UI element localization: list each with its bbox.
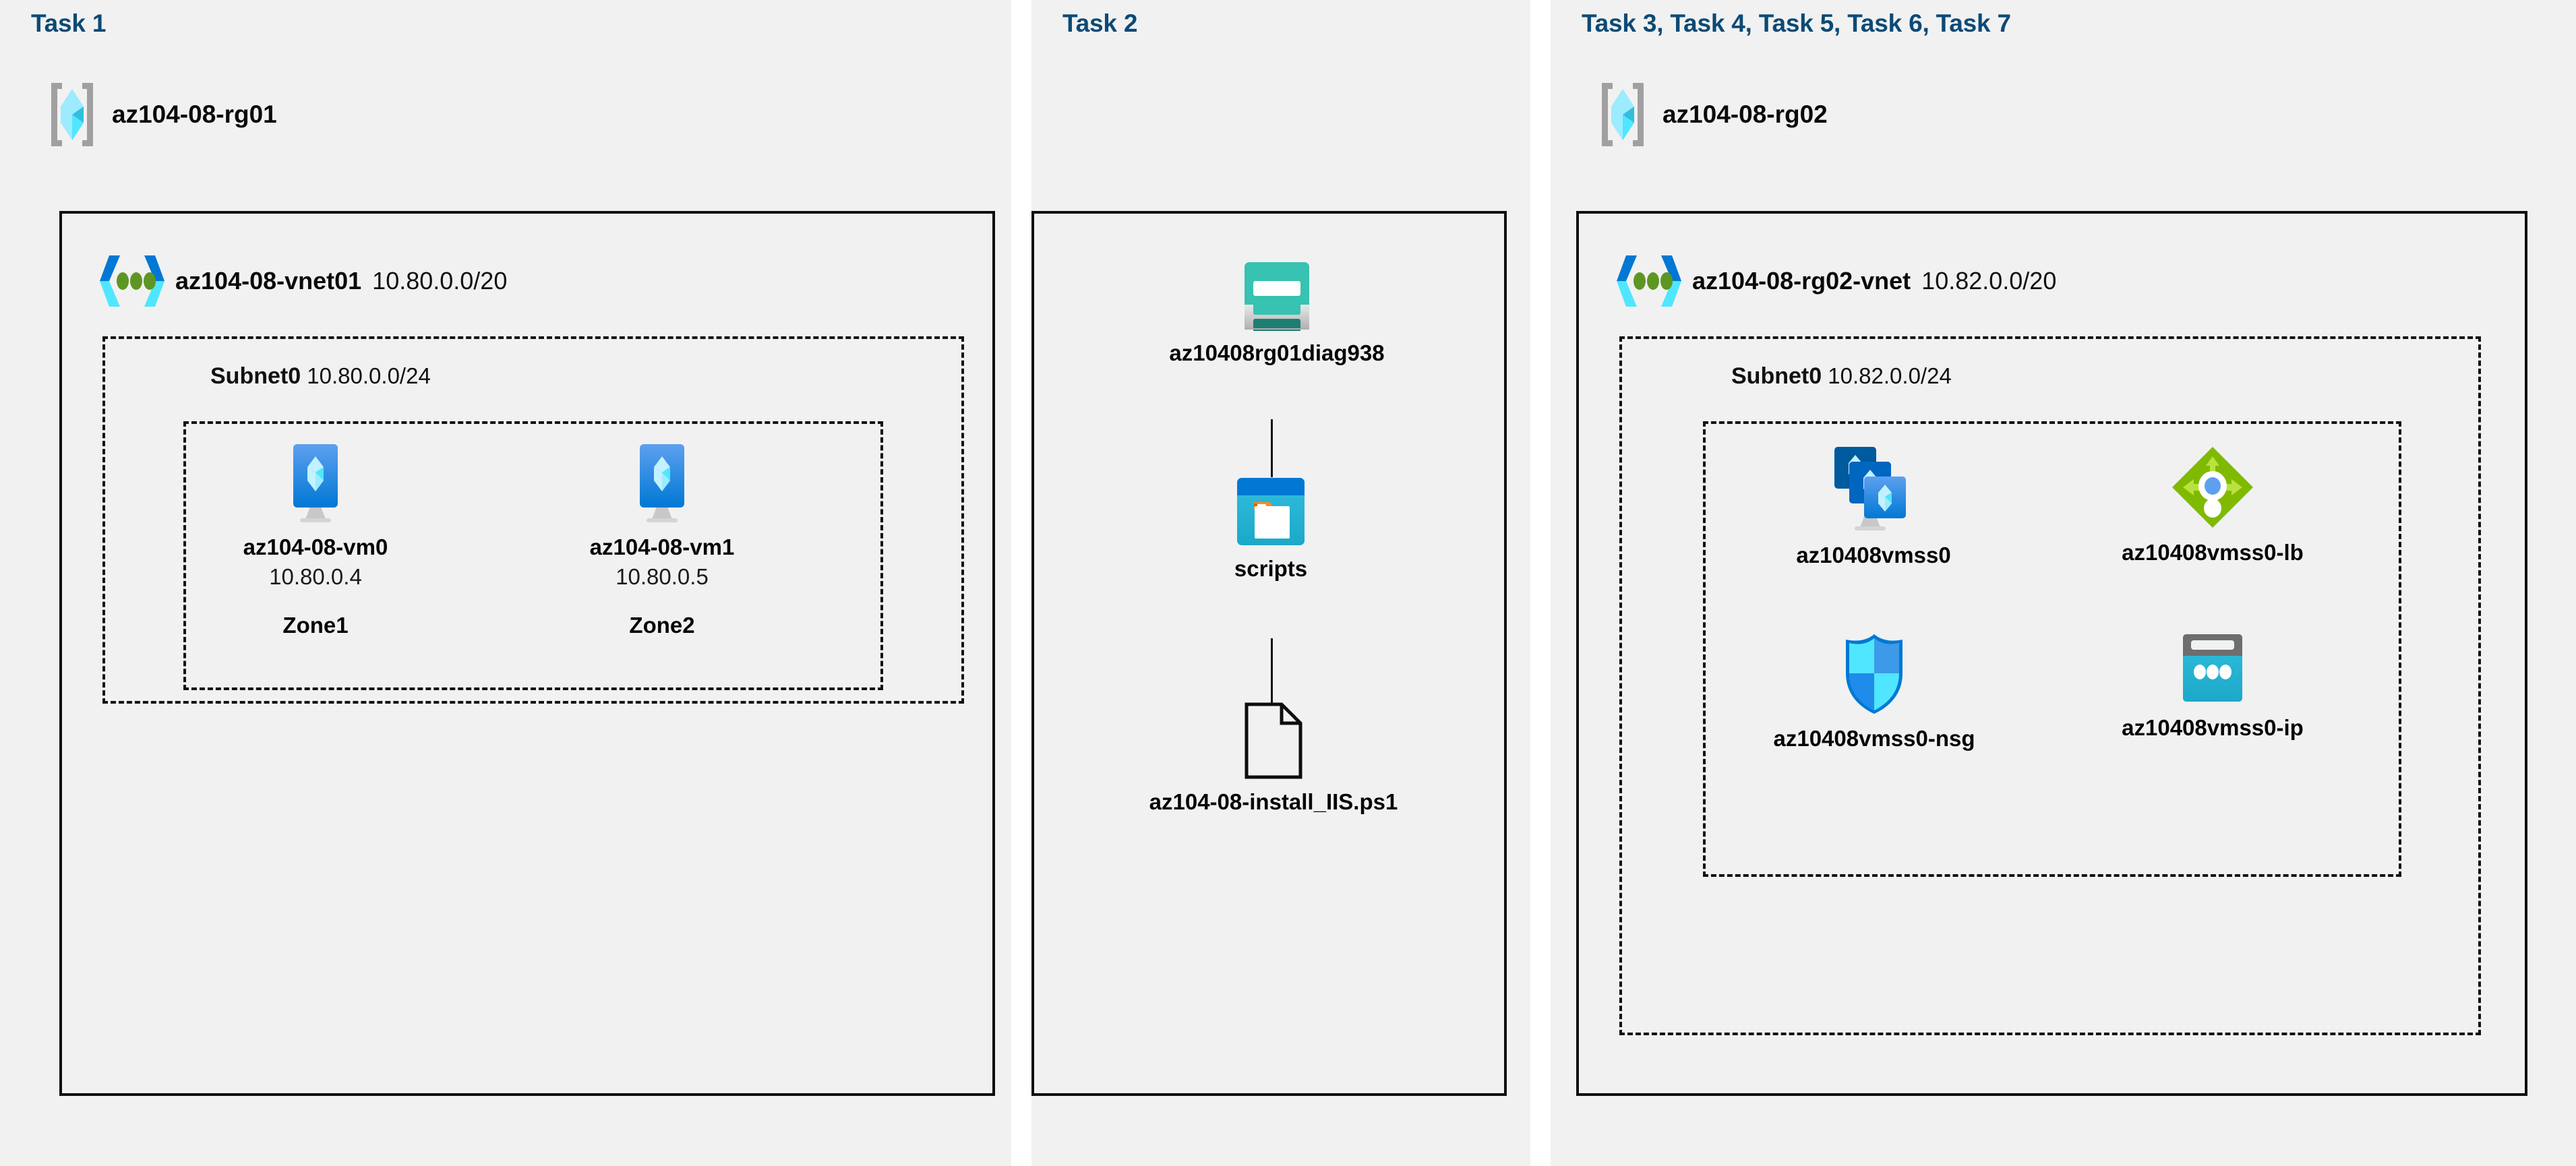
node-vm0[interactable]: az104-08-vm0 10.80.0.4 Zone1 (214, 443, 417, 638)
virtual-machine-icon (624, 443, 700, 525)
vm-name: az104-08-vm0 (243, 534, 388, 559)
subnet-name: Subnet0 (210, 363, 301, 389)
vmss-name: az10408vmss0 (1796, 543, 1951, 567)
node-script-file[interactable]: az104-08-install_IIS.ps1 (1108, 702, 1439, 815)
vm-name: az104-08-vm1 (589, 534, 735, 559)
vm-ip: 10.80.0.5 (616, 564, 709, 589)
node-load-balancer[interactable]: az10408vmss0-lb (2078, 444, 2347, 565)
blob-container-icon (1236, 477, 1306, 547)
subnet-label: Subnet0 10.82.0.0/24 (1731, 363, 1952, 390)
vm-ip: 10.80.0.4 (269, 564, 362, 589)
subnet-cidr: 10.80.0.0/24 (307, 363, 431, 388)
public-ip-address-icon (2178, 632, 2248, 706)
script-file-icon (1242, 702, 1305, 780)
task2-content-box: az10408rg01diag938 (1031, 211, 1507, 1096)
nsg-name: az10408vmss0-nsg (1773, 726, 1975, 751)
node-storage-account[interactable]: az10408rg01diag938 (1135, 261, 1418, 366)
container-name: scripts (1234, 556, 1308, 581)
node-vmss[interactable]: az10408vmss0 (1749, 444, 1998, 568)
public-ip-name: az10408vmss0-ip (2122, 715, 2304, 740)
subnet-box-inner (1703, 421, 2401, 877)
vnet-box-rg02-vnet: az104-08-rg02-vnet 10.82.0.0/20 Subnet0 … (1576, 211, 2527, 1096)
resource-group-header-rg01: az104-08-rg01 (44, 81, 277, 148)
panel-task2: Task 2 (1031, 0, 1530, 1166)
vnet-header: az104-08-rg02-vnet 10.82.0.0/20 (1617, 251, 2056, 311)
subnet-box-inner (183, 421, 883, 690)
network-security-group-icon (1835, 632, 1913, 716)
vnet-cidr: 10.82.0.0/20 (1921, 267, 2057, 295)
vm-zone: Zone1 (282, 613, 349, 638)
vnet-box-vnet01: az104-08-vnet01 10.80.0.0/20 Subnet0 10.… (59, 211, 995, 1096)
virtual-network-icon (1617, 251, 1681, 311)
node-nsg[interactable]: az10408vmss0-nsg (1733, 632, 2016, 751)
connector-container-to-file (1271, 638, 1273, 703)
resource-group-icon (44, 81, 100, 148)
subnet-name: Subnet0 (1731, 363, 1822, 389)
vnet-name: az104-08-rg02-vnet (1692, 267, 1911, 295)
node-public-ip[interactable]: az10408vmss0-ip (2091, 632, 2334, 741)
task-label-3: Task 3, Task 4, Task 5, Task 6, Task 7 (1582, 9, 2011, 37)
subnet-label: Subnet0 10.80.0.0/24 (210, 363, 431, 390)
subnet-box-outer (1619, 336, 2481, 1035)
storage-account-icon (1242, 261, 1312, 331)
node-blob-container[interactable]: scripts (1170, 477, 1372, 582)
storage-account-name: az10408rg01diag938 (1169, 340, 1385, 365)
vnet-name: az104-08-vnet01 (175, 267, 362, 295)
resource-group-header-rg02: az104-08-rg02 (1595, 81, 1828, 148)
load-balancer-icon (2169, 444, 2256, 530)
vm-scale-set-icon (1826, 444, 1921, 533)
virtual-network-icon (100, 251, 164, 311)
resource-group-icon (1595, 81, 1650, 148)
node-vm1[interactable]: az104-08-vm1 10.80.0.5 Zone2 (561, 443, 763, 638)
subnet-cidr: 10.82.0.0/24 (1828, 363, 1952, 388)
virtual-machine-icon (277, 443, 354, 525)
task-label-2: Task 2 (1062, 9, 1138, 37)
vnet-cidr: 10.80.0.0/20 (372, 267, 508, 295)
subnet-box-outer (102, 336, 964, 704)
resource-group-name: az104-08-rg01 (112, 100, 277, 128)
connector-storage-to-container (1271, 419, 1273, 477)
lb-name: az10408vmss0-lb (2122, 540, 2304, 565)
panel-task3: Task 3, Task 4, Task 5, Task 6, Task 7 a… (1551, 0, 2576, 1166)
resource-group-name: az104-08-rg02 (1663, 100, 1828, 128)
vnet-header: az104-08-vnet01 10.80.0.0/20 (100, 251, 507, 311)
file-name: az104-08-install_IIS.ps1 (1149, 789, 1398, 814)
task-label-1: Task 1 (31, 9, 107, 37)
vm-zone: Zone2 (629, 613, 695, 638)
panel-task1: Task 1 az104-08-rg01 (0, 0, 1011, 1166)
